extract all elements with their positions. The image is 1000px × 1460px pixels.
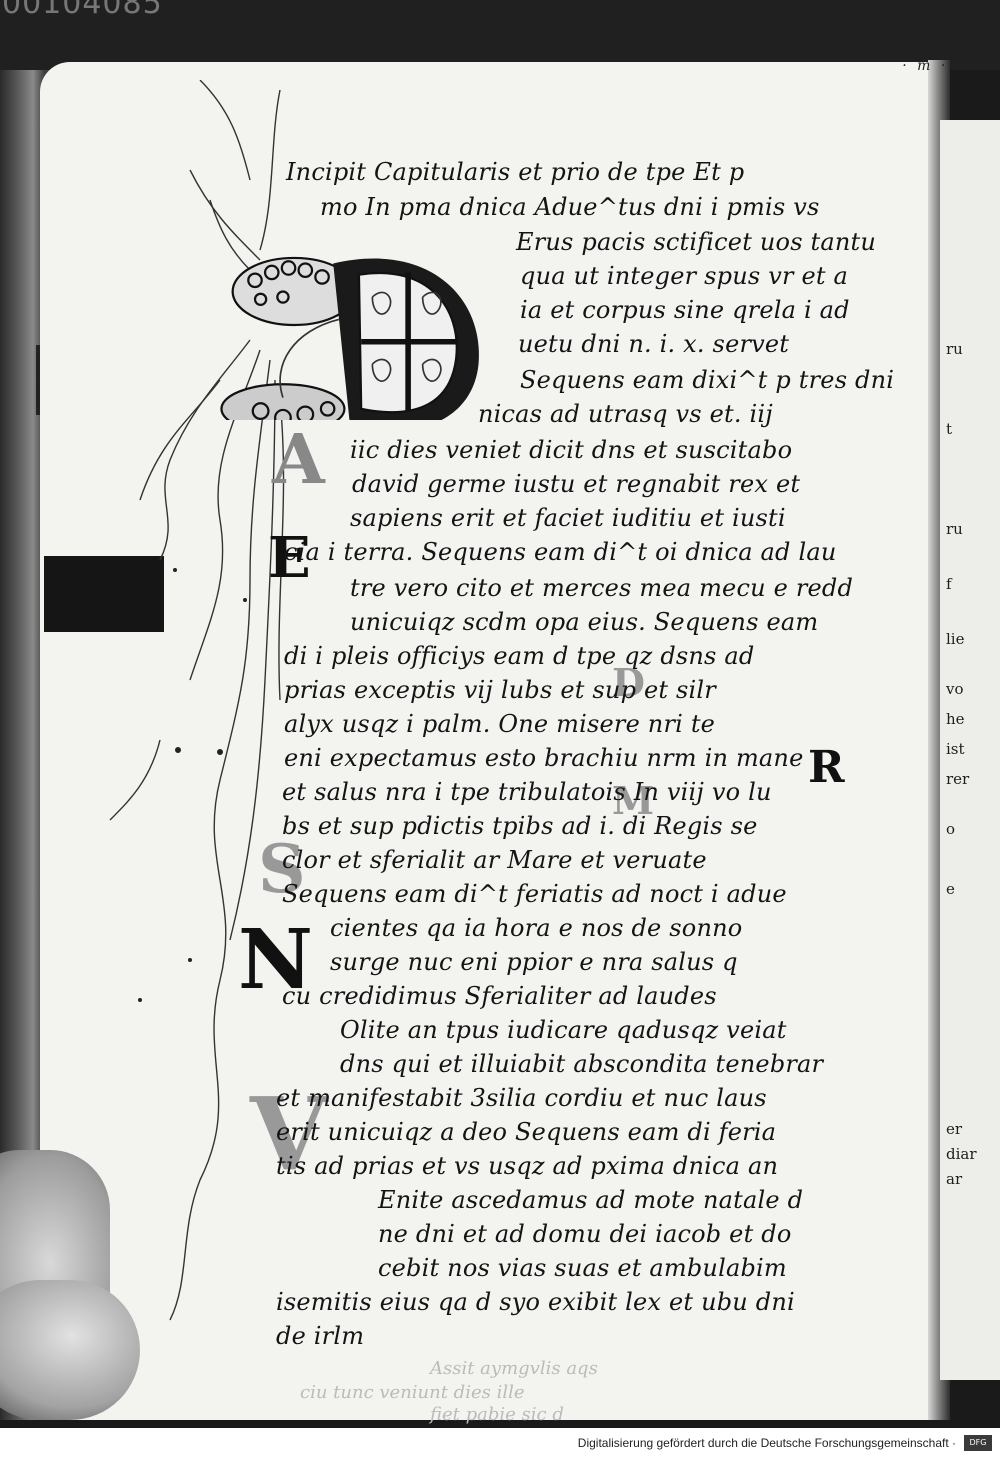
facing-line: er xyxy=(946,1120,963,1138)
show-through-text: ciu tunc veniunt dies ille xyxy=(300,1382,525,1403)
facing-line: vo xyxy=(946,680,964,698)
text-line: Olite an tpus iudicare qadusqz veiat xyxy=(340,1016,787,1044)
marginal-flourish xyxy=(109,80,285,1321)
text-line: mo In pma dnica Adue^tus dni i pmis vs xyxy=(320,193,820,221)
facing-line: ist xyxy=(946,740,965,758)
show-through-text: fiet pabie sic d xyxy=(430,1404,564,1425)
text-line: eni expectamus esto brachiu nrm in mane xyxy=(284,744,804,772)
text-line: de irlm xyxy=(276,1322,365,1350)
text-line: dns qui et illuiabit abscondita tenebrar xyxy=(340,1050,824,1078)
text-line: nicas ad utrasq vs et. iij xyxy=(478,400,773,428)
show-through-text: Assit aymgvlis aqs xyxy=(430,1358,598,1379)
holding-finger xyxy=(0,1280,140,1420)
facing-line: e xyxy=(946,880,955,898)
text-line: cu credidimus Sferialiter ad laudes xyxy=(282,982,717,1010)
text-line: et salus nra i tpe tribulatois In viij v… xyxy=(282,778,772,806)
initial-d-gray: D xyxy=(612,660,645,705)
pencil-note: · m · a · xyxy=(902,58,982,74)
text-line: prias exceptis vij lubs et sup et silr xyxy=(284,676,716,704)
text-line: isemitis eius qa d syo exibit lex et ubu… xyxy=(276,1288,795,1316)
text-line: uetu dni n. i. x. servet xyxy=(518,330,790,358)
text-line: Enite ascedamus ad mote natale d xyxy=(378,1186,804,1214)
text-line: cientes qa ia hora e nos de sonno xyxy=(330,914,743,942)
facing-line: he xyxy=(946,710,965,728)
text-line: Incipit Capitularis et prio de tpe Et p xyxy=(286,158,745,186)
scan-top-band xyxy=(0,0,1000,70)
text-line: clor et sferialit ar Mare et veruate xyxy=(282,846,707,874)
facing-page: ru t ru f lie vo he ist rer o e er diar … xyxy=(940,120,1000,1380)
manuscript-page xyxy=(40,62,940,1420)
illuminated-initial-d: D xyxy=(220,230,479,420)
facing-line: o xyxy=(946,820,956,838)
text-line: Erus pacis sctificet uos tantu xyxy=(516,228,877,256)
facing-line: ar xyxy=(946,1170,963,1188)
initial-a-gray: A xyxy=(272,420,325,500)
text-line: surge nuc eni ppior e nra salus q xyxy=(330,948,738,976)
digitization-credit-text: Digitalisierung gefördert durch die Deut… xyxy=(577,1436,956,1450)
text-line: et manifestabit 3silia cordiu et nuc lau… xyxy=(276,1084,767,1112)
text-line: tis ad prias et vs usqz ad pxima dnica a… xyxy=(276,1152,779,1180)
shelfmark-number: 00104085 xyxy=(2,0,163,21)
text-line: unicuiqz scdm opa eius. Sequens eam xyxy=(350,608,819,636)
text-line: cebit nos vias suas et ambulabim xyxy=(378,1254,787,1282)
initial-e-black: E xyxy=(268,525,311,591)
initial-v-gray: V xyxy=(250,1075,328,1193)
facing-line: ru xyxy=(946,340,963,358)
text-line: iic dies veniet dicit dns et suscitabo xyxy=(350,436,793,464)
binding-tab-lower xyxy=(44,556,164,632)
text-line: Sequens eam di^t feriatis ad noct i adue xyxy=(282,880,787,908)
facing-line: diar xyxy=(946,1145,977,1163)
dfg-logo: DFG xyxy=(964,1435,992,1451)
initial-m-gray: M xyxy=(612,778,655,823)
text-line: Sequens eam dixi^t p tres dni xyxy=(520,366,895,394)
initial-r-black: R xyxy=(808,742,845,793)
facing-line: rer xyxy=(946,770,970,788)
facing-line: t xyxy=(946,420,953,438)
text-line: david germe iustu et regnabit rex et xyxy=(352,470,801,498)
facing-line: ru xyxy=(946,520,963,538)
initial-n-black: N xyxy=(238,912,313,1008)
text-line: sapiens erit et faciet iuditiu et iusti xyxy=(350,504,786,532)
text-line: erit unicuiqz a deo Sequens eam di feria xyxy=(276,1118,777,1146)
facing-line: f xyxy=(946,575,952,593)
text-line: qua ut integer spus vr et a xyxy=(520,262,849,290)
text-line: alyx usqz i palm. One misere nri te xyxy=(284,710,716,738)
text-line: di i pleis officiys eam d tpe qz dsns ad xyxy=(284,642,755,670)
digitization-credit-bar: Digitalisierung gefördert durch die Deut… xyxy=(0,1428,1000,1460)
text-line: bs et sup pdictis tpibs ad i. di Regis s… xyxy=(282,812,758,840)
initial-s-gray: S xyxy=(258,830,306,908)
illuminated-initial-letter: D xyxy=(227,230,243,235)
text-line: ne dni et ad domu dei iacob et do xyxy=(378,1220,792,1248)
facing-line: lie xyxy=(946,630,965,648)
text-line: tre vero cito et merces mea mecu e redd xyxy=(350,574,854,602)
text-line: ia et corpus sine qrela i ad xyxy=(520,296,850,324)
text-line: cia i terra. Sequens eam di^t oi dnica a… xyxy=(284,538,837,566)
